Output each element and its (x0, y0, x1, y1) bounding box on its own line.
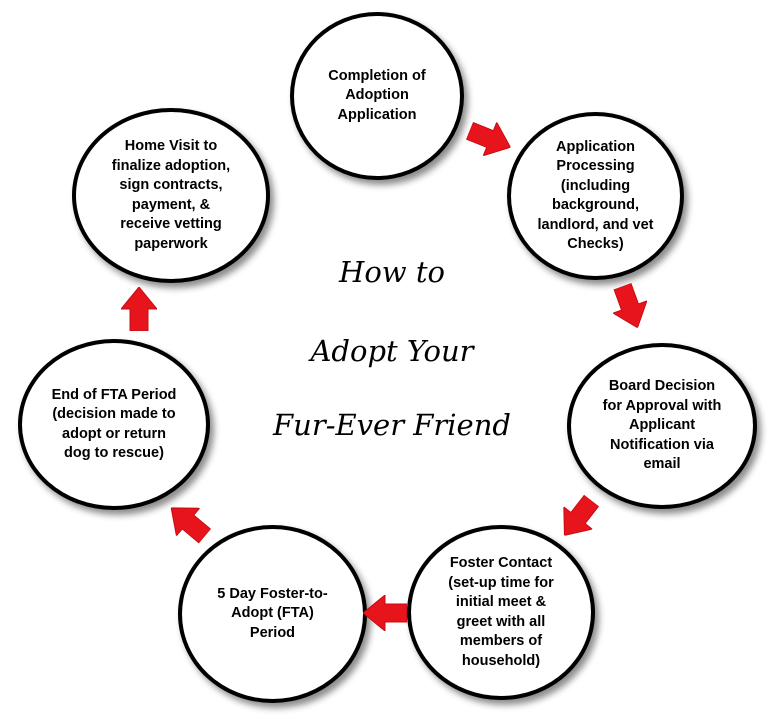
title-line-2: Adopt Your (310, 334, 474, 368)
step-foster-contact: Foster Contact (set-up time for initial … (407, 525, 595, 700)
step-label: Home Visit to finalize adoption, sign co… (111, 138, 231, 252)
step-board-decision: Board Decision for Approval with Applica… (567, 343, 757, 509)
step-application-processing: Application Processing (including backgr… (507, 112, 684, 280)
right-arrow-icon (465, 121, 512, 157)
step-label: Application Processing (including backgr… (537, 138, 654, 253)
step-label: End of FTA Period (decision made to adop… (51, 386, 177, 462)
right-arrow-icon (363, 595, 407, 631)
title-line-3: Fur-Ever Friend (273, 408, 511, 442)
right-arrow-icon (611, 282, 648, 329)
step-label: Completion of Adoption Application (328, 67, 426, 123)
step-label: 5 Day Foster-to- Adopt (FTA) Period (217, 585, 328, 641)
title-line-1: How to (339, 255, 445, 289)
step-completion-of-application: Completion of Adoption Application (290, 12, 464, 180)
right-arrow-icon (121, 287, 157, 331)
step-label: Board Decision for Approval with Applica… (602, 378, 722, 473)
step-end-of-fta-period: End of FTA Period (decision made to adop… (18, 339, 210, 510)
step-foster-to-adopt-period: 5 Day Foster-to- Adopt (FTA) Period (178, 525, 367, 703)
right-arrow-icon (563, 494, 600, 536)
step-label: Foster Contact (set-up time for initial … (448, 555, 554, 669)
step-home-visit: Home Visit to finalize adoption, sign co… (72, 108, 270, 283)
right-arrow-icon (170, 507, 212, 544)
